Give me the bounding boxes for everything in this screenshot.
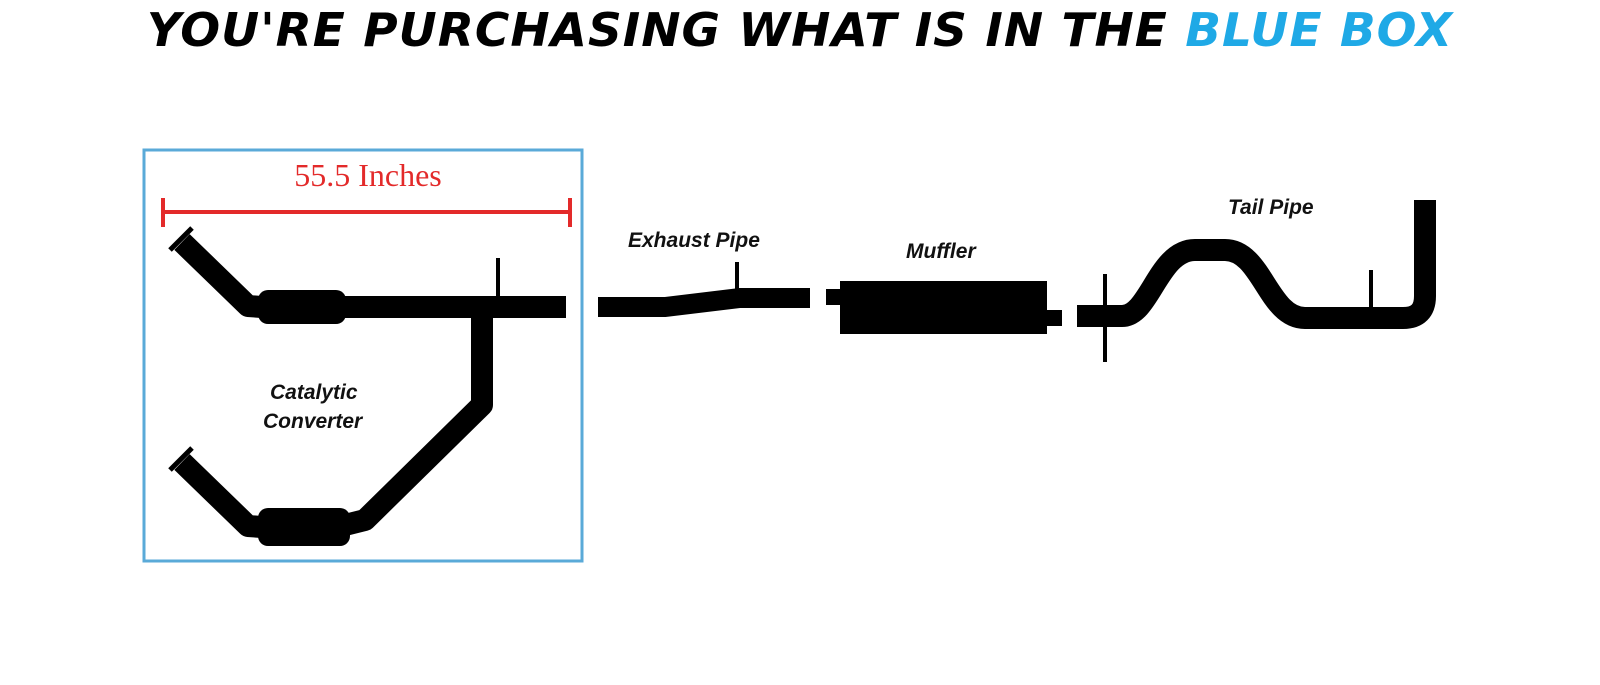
exhaust-pipe-label: Exhaust Pipe — [628, 229, 760, 252]
dimension-label: 55.5 Inches — [294, 157, 442, 193]
catalytic-label-2: Converter — [263, 410, 364, 433]
muffler-label: Muffler — [906, 240, 977, 263]
headline-main: YOU'RE PURCHASING WHAT IS IN THE — [146, 3, 1186, 57]
upper-cat-body — [258, 290, 346, 324]
dimension-line — [161, 198, 572, 227]
lower-cat-body — [258, 508, 350, 546]
flange-icon — [168, 226, 194, 472]
muffler — [826, 281, 1062, 334]
tail-pipe — [1077, 200, 1436, 329]
exhaust-pipe — [598, 288, 810, 317]
headline-highlight: BLUE BOX — [1185, 3, 1454, 57]
catalytic-label-1: Catalytic — [270, 381, 358, 404]
purchase-box — [142, 148, 584, 563]
tail-pipe-label: Tail Pipe — [1228, 196, 1314, 219]
catalytic-converter-assembly — [174, 234, 566, 538]
headline: YOU'RE PURCHASING WHAT IS IN THE BLUE BO… — [0, 0, 1600, 60]
